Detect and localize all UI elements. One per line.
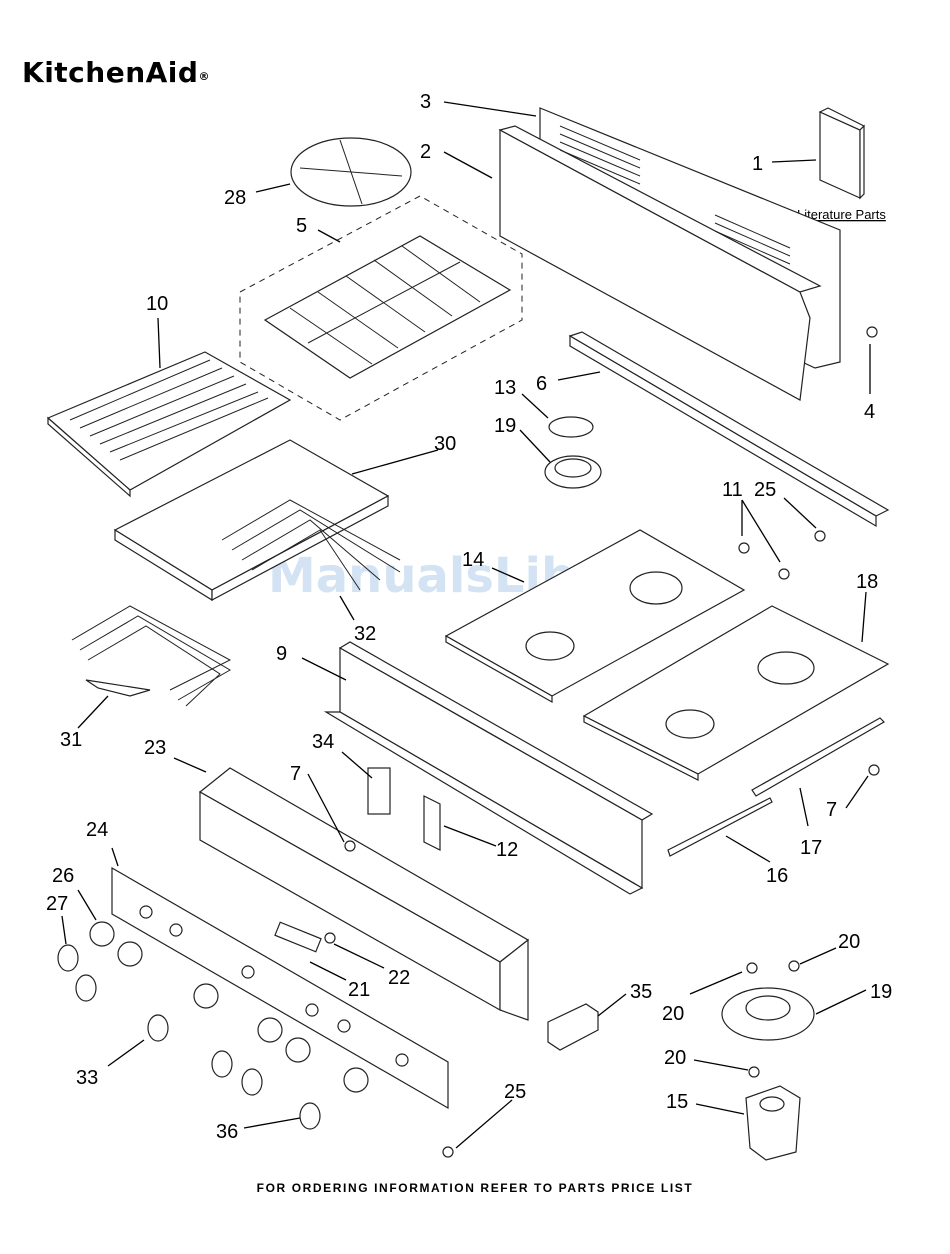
callout-35: 35	[630, 981, 652, 1003]
callout-15: 15	[666, 1091, 688, 1113]
callout-32: 32	[354, 623, 376, 645]
backguard-panels	[500, 108, 840, 400]
callout-12: 12	[496, 839, 518, 861]
ignitor-module	[368, 768, 390, 814]
literature-booklet	[820, 108, 864, 198]
callout-25-lower: 25	[504, 1081, 526, 1103]
callout-31: 31	[60, 729, 82, 751]
burner-upper	[545, 456, 601, 488]
callout-16: 16	[766, 865, 788, 887]
callout-23: 23	[144, 737, 166, 759]
callout-27: 27	[46, 893, 68, 915]
callout-3: 3	[420, 91, 431, 113]
callout-9: 9	[276, 643, 287, 665]
callout-17: 17	[800, 837, 822, 859]
callout-34: 34	[312, 731, 334, 753]
deflectors	[72, 606, 230, 706]
callout-19-upper: 19	[494, 415, 516, 437]
gas-valve	[746, 1086, 800, 1160]
callout-14: 14	[462, 549, 484, 571]
callout-7-right: 7	[826, 799, 837, 821]
mounting-bracket	[424, 796, 440, 850]
brand-logo: KitchenAid®	[22, 56, 210, 89]
burner-grates	[240, 196, 522, 420]
callout-13: 13	[494, 377, 516, 399]
callout-5: 5	[296, 215, 307, 237]
callout-26: 26	[52, 865, 74, 887]
callout-21: 21	[348, 979, 370, 1001]
callout-25-upper: 25	[754, 479, 776, 501]
block-part-35	[548, 1004, 598, 1050]
callout-6: 6	[536, 373, 547, 395]
callout-18: 18	[856, 571, 878, 593]
callout-19-lower: 19	[870, 981, 892, 1003]
callout-20-lower: 20	[664, 1047, 686, 1069]
callout-7-left: 7	[290, 763, 301, 785]
callout-2: 2	[420, 141, 431, 163]
callout-1: 1	[752, 153, 763, 175]
strip-lower	[668, 798, 772, 856]
callout-4: 4	[864, 401, 875, 423]
callout-28: 28	[224, 187, 246, 209]
callout-11: 11	[722, 479, 743, 501]
callout-10: 10	[146, 293, 168, 315]
burner-cap	[549, 417, 593, 437]
callout-36: 36	[216, 1121, 238, 1143]
callout-24: 24	[86, 819, 108, 841]
round-mat	[291, 138, 411, 206]
callout-22: 22	[388, 967, 410, 989]
footer-note: FOR ORDERING INFORMATION REFER TO PARTS …	[257, 1181, 694, 1195]
callout-33: 33	[76, 1067, 98, 1089]
callout-30: 30	[434, 433, 456, 455]
callout-20-left: 20	[662, 1003, 684, 1025]
burner-lower	[722, 988, 814, 1040]
callout-20-top-right: 20	[838, 931, 860, 953]
